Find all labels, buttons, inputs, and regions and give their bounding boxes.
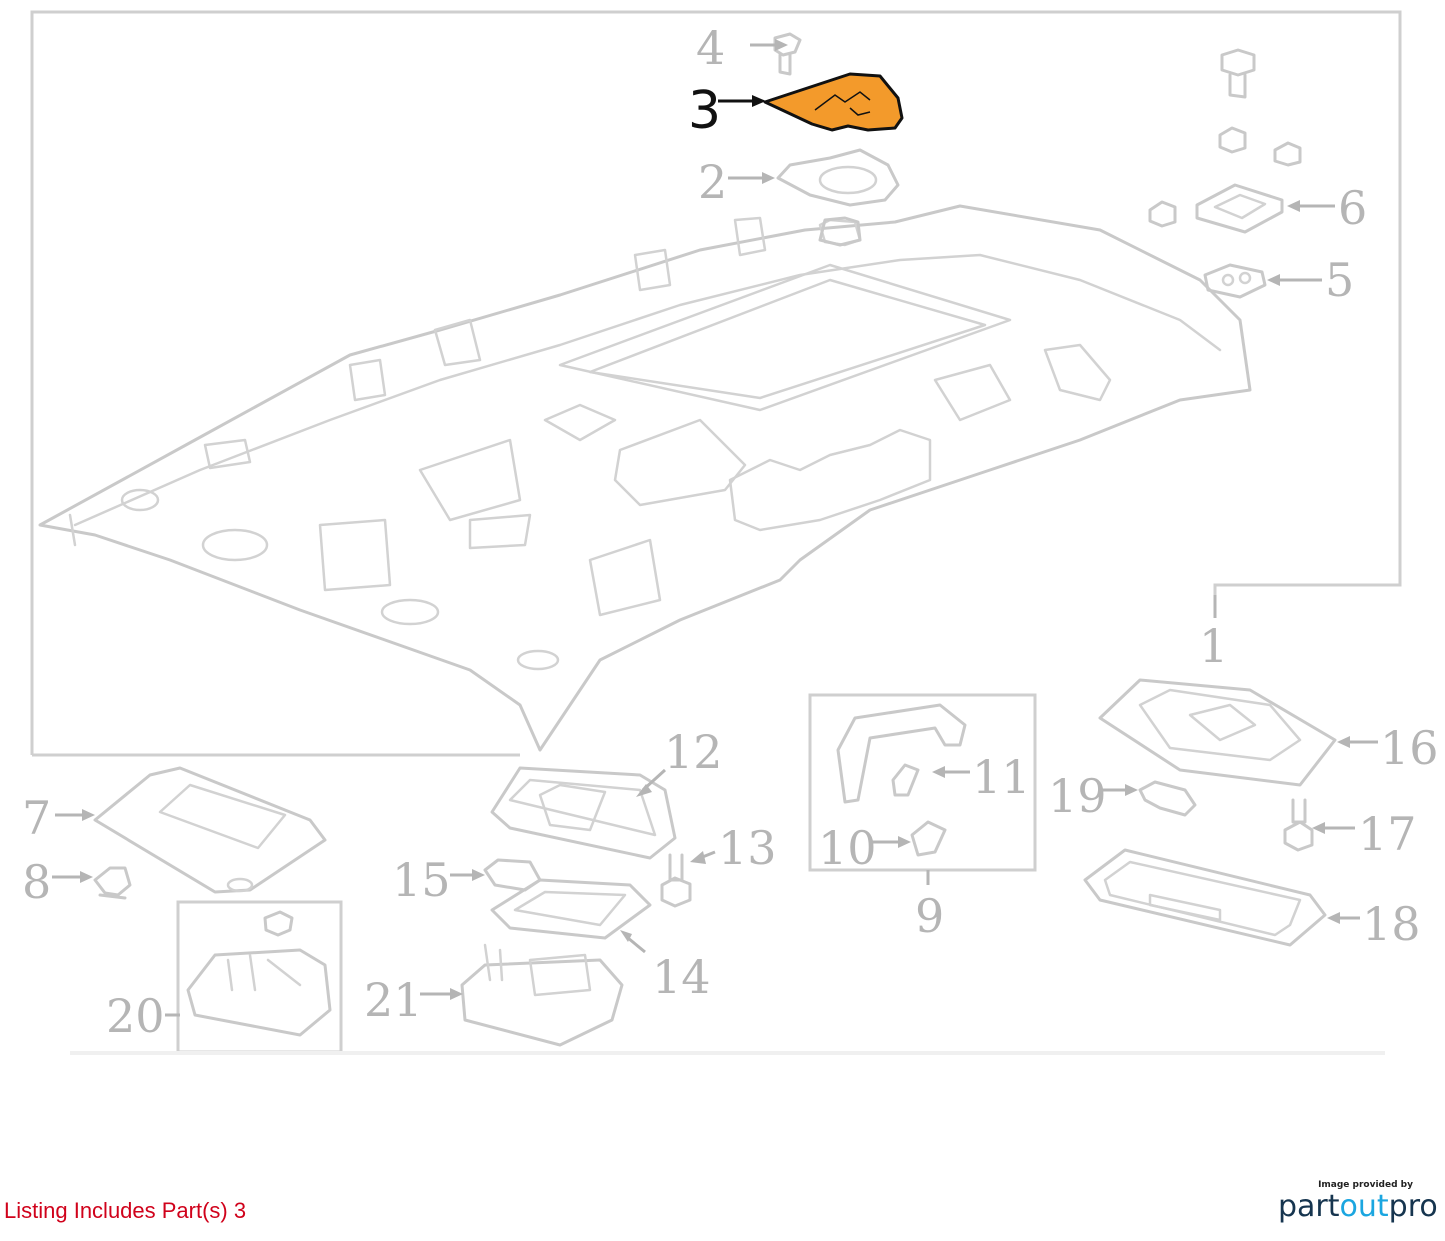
highlighted-part-3-detail — [814, 91, 871, 116]
callout-1: 1 — [1199, 619, 1228, 673]
headliner-part-1 — [38, 204, 1252, 752]
callout-10: 10 — [818, 821, 877, 875]
logo-out-text: out — [1339, 1189, 1389, 1224]
callout-16: 16 — [1380, 721, 1439, 775]
highlighted-part-3 — [763, 72, 904, 132]
clip-part-4 — [773, 32, 802, 76]
kit-frame-part-20 — [176, 900, 343, 1054]
callout-18: 18 — [1362, 897, 1421, 951]
callout-13: 13 — [718, 821, 777, 875]
logo-pro-text: pro — [1388, 1189, 1438, 1224]
partoutpro-logo[interactable]: partoutpro — [1278, 1189, 1438, 1224]
sun-visor-part-7 — [93, 766, 327, 894]
holder-part-8 — [93, 866, 132, 900]
callout-14: 14 — [652, 950, 711, 1004]
callout-3[interactable]: 3 — [688, 81, 721, 141]
kit-frame-part-9 — [808, 693, 1037, 872]
bulb-part-19 — [1138, 780, 1197, 817]
assembly-frame — [30, 10, 1402, 755]
lamp-part-16 — [1098, 678, 1337, 787]
map-lamp-part-12 — [490, 766, 677, 860]
credit-caption: Image provided by — [1318, 1180, 1413, 1190]
module-part-20 — [186, 910, 332, 1037]
callout-8: 8 — [22, 855, 51, 909]
callout-5: 5 — [1325, 253, 1354, 307]
leader-lines — [52, 39, 1378, 1017]
callout-2: 2 — [698, 155, 727, 209]
callout-4: 4 — [696, 21, 725, 75]
callout-15: 15 — [392, 853, 451, 907]
listing-note: Listing Includes Part(s) 3 — [4, 1198, 247, 1223]
callout-12: 12 — [664, 725, 723, 779]
callout-7: 7 — [22, 791, 51, 845]
logo-part-text: part — [1278, 1189, 1340, 1224]
callout-9: 9 — [915, 889, 944, 943]
callout-6: 6 — [1338, 181, 1367, 235]
bracket-part-2 — [776, 148, 900, 247]
callout-20: 20 — [106, 989, 165, 1043]
lens-part-18 — [1083, 848, 1327, 947]
callout-11: 11 — [972, 750, 1031, 804]
callout-21: 21 — [364, 973, 423, 1027]
callout-labels: 1 2 3 4 5 6 7 8 9 10 11 12 13 14 15 16 1… — [22, 21, 1439, 1043]
housing-part-21 — [460, 943, 624, 1047]
image-credit: Image provided by partoutpro — [1278, 1180, 1438, 1224]
callout-19: 19 — [1048, 769, 1107, 823]
grab-handle-part-11 — [836, 703, 967, 804]
bolt-part-17 — [1283, 798, 1314, 852]
lens-part-14 — [490, 878, 652, 940]
bolt-part-13 — [660, 853, 692, 908]
callout-17: 17 — [1358, 807, 1417, 861]
clip-part-10 — [910, 820, 947, 857]
parts-5-6-screws — [1148, 48, 1302, 299]
